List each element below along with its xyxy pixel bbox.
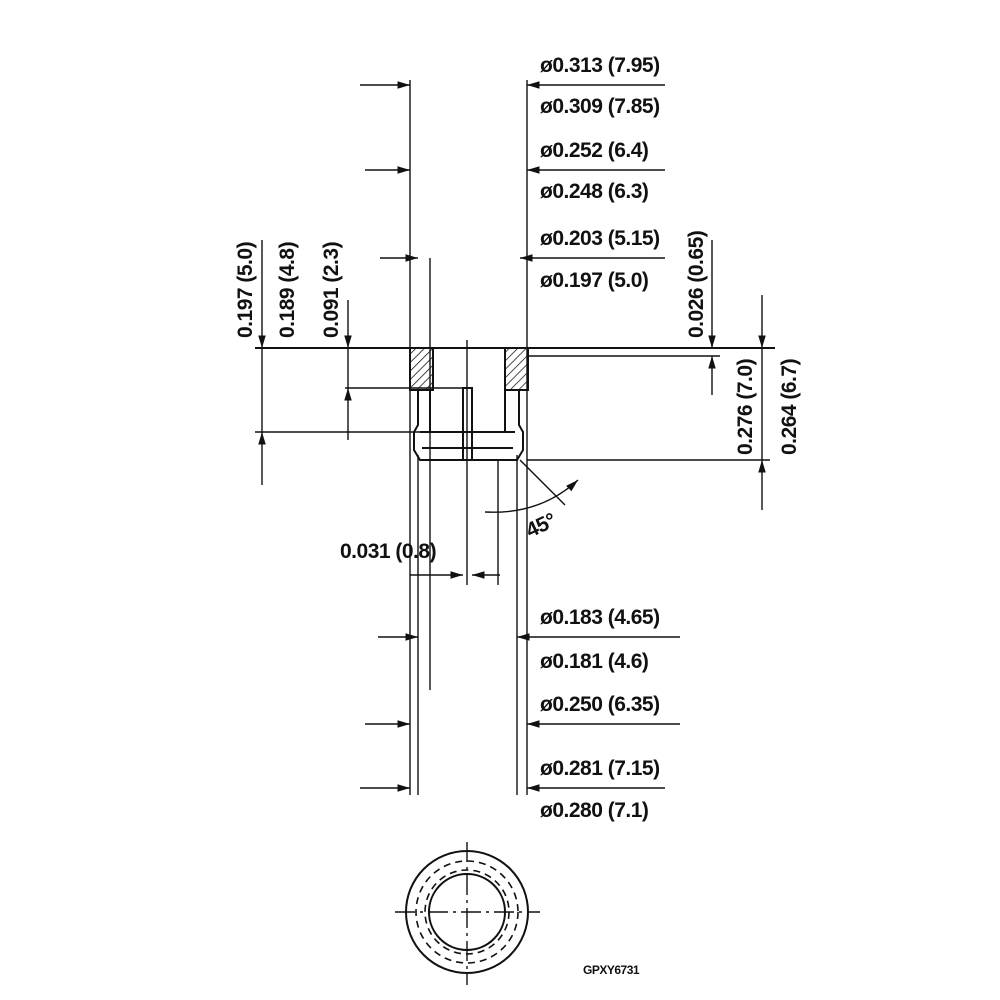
- dim-length-2: 0.189 (4.8): [276, 242, 299, 338]
- slot-width-label: 0.031 (0.8): [340, 540, 436, 563]
- end-view: [395, 842, 540, 985]
- chamfer-angle-label: 45°: [522, 509, 559, 543]
- dim-flange-thickness: 0.026 (0.65): [685, 231, 708, 338]
- dim-d4-min: ø0.181 (4.6): [540, 650, 648, 673]
- drawing-code: GPXY6731: [583, 963, 640, 977]
- dim-length-1: 0.197 (5.0): [234, 242, 257, 338]
- dim-d3-min: ø0.197 (5.0): [540, 269, 648, 292]
- right-dimensions: 0.026 (0.65) 0.276 (7.0) 0.264 (6.7): [685, 231, 801, 510]
- dim-d3-max: ø0.203 (5.15): [540, 227, 660, 250]
- dim-overall-max: 0.276 (7.0): [734, 359, 757, 455]
- dim-d1-max: ø0.313 (7.95): [540, 54, 660, 77]
- dim-overall-min: 0.264 (6.7): [778, 359, 801, 455]
- diameter-dimensions: ø0.313 (7.95) ø0.309 (7.85) ø0.252 (6.4)…: [360, 54, 680, 822]
- dim-d1-min: ø0.309 (7.85): [540, 95, 660, 118]
- dim-length-3: 0.091 (2.3): [320, 242, 343, 338]
- dim-d5-max: ø0.250 (6.35): [540, 693, 660, 716]
- dim-d6-min: ø0.280 (7.1): [540, 799, 648, 822]
- slot-width-dimension: 0.031 (0.8): [340, 540, 500, 579]
- dim-d4-max: ø0.183 (4.65): [540, 606, 660, 629]
- left-dimensions: 0.197 (5.0) 0.189 (4.8) 0.091 (2.3): [234, 240, 352, 485]
- part-section: [255, 347, 775, 461]
- dim-d2-min: ø0.248 (6.3): [540, 180, 648, 203]
- dim-d2-max: ø0.252 (6.4): [540, 139, 648, 162]
- chamfer-angle-dimension: 45°: [484, 459, 579, 543]
- extension-lines: [409, 80, 528, 795]
- dim-d6-max: ø0.281 (7.15): [540, 757, 660, 780]
